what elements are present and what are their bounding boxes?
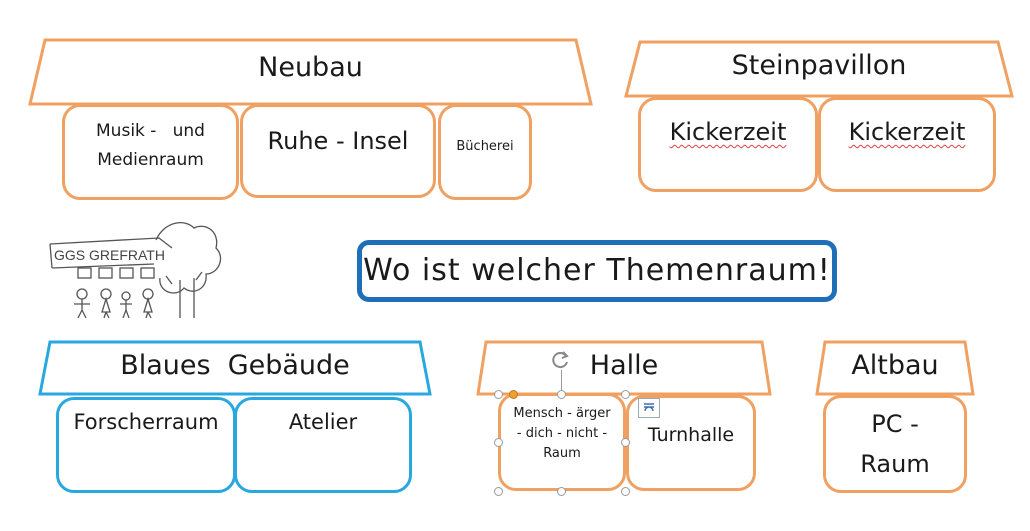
altbau-label: Altbau: [851, 350, 939, 381]
room-label: Musik - und Medienraum: [96, 121, 211, 170]
neubau-roof: Neubau: [28, 38, 593, 106]
resize-handle-icon[interactable]: [557, 487, 566, 496]
room-musik-medienraum: Musik - und Medienraum: [62, 104, 239, 200]
logo-text: GGS GREFRATH: [54, 247, 165, 263]
page-title-text: Wo ist welcher Themenraum!: [363, 253, 831, 288]
room-label: Forscherraum: [73, 410, 219, 434]
resize-handle-icon[interactable]: [494, 438, 503, 447]
rotate-handle-line: [561, 370, 562, 394]
resize-handle-icon[interactable]: [557, 390, 566, 399]
steinpavillon-roof: Steinpavillon: [624, 40, 1014, 98]
room-label: Bücherei: [456, 139, 514, 154]
resize-handle-icon[interactable]: [621, 390, 630, 399]
blaues-gebaeude-label: Blaues Gebäude: [120, 350, 350, 381]
halle-label: Halle: [589, 350, 659, 381]
room-label: Kickerzeit: [848, 118, 966, 146]
room-label: Kickerzeit: [669, 118, 787, 146]
school-logo: GGS GREFRATH: [44, 218, 228, 322]
layout-options-icon[interactable]: [638, 398, 660, 418]
steinpavillon-label: Steinpavillon: [731, 50, 907, 81]
room-label: Turnhalle: [647, 424, 735, 446]
room-label: Mensch - ärger - dich - nicht - Raum: [513, 406, 611, 461]
room-kickerzeit-2: Kickerzeit: [818, 97, 996, 192]
room-label: Ruhe - Insel: [267, 127, 409, 155]
school-logo-drawing: GGS GREFRATH: [49, 222, 222, 319]
page-title: Wo ist welcher Themenraum!: [357, 240, 837, 302]
room-ruhe-insel: Ruhe - Insel: [240, 104, 436, 198]
room-label: Atelier: [288, 410, 358, 434]
room-forscherraum: Forscherraum: [56, 397, 236, 493]
room-mensch-aerger-dich-nicht[interactable]: Mensch - ärger - dich - nicht - Raum: [498, 393, 626, 491]
halle-roof: Halle: [476, 340, 772, 396]
neubau-label: Neubau: [258, 52, 363, 83]
altbau-roof: Altbau: [815, 340, 975, 396]
room-atelier: Atelier: [234, 397, 412, 493]
room-buecherei: Bücherei: [438, 104, 532, 200]
room-pc-raum: PC - Raum: [823, 395, 967, 493]
room-kickerzeit-1: Kickerzeit: [638, 97, 818, 192]
resize-handle-icon[interactable]: [494, 390, 503, 399]
room-label: PC - Raum: [860, 410, 930, 478]
blaues-gebaeude-roof: Blaues Gebäude: [38, 340, 432, 396]
resize-handle-icon[interactable]: [621, 438, 630, 447]
adjust-handle-icon[interactable]: [509, 390, 518, 399]
rotate-handle-icon[interactable]: [551, 350, 571, 370]
resize-handle-icon[interactable]: [494, 487, 503, 496]
resize-handle-icon[interactable]: [621, 487, 630, 496]
